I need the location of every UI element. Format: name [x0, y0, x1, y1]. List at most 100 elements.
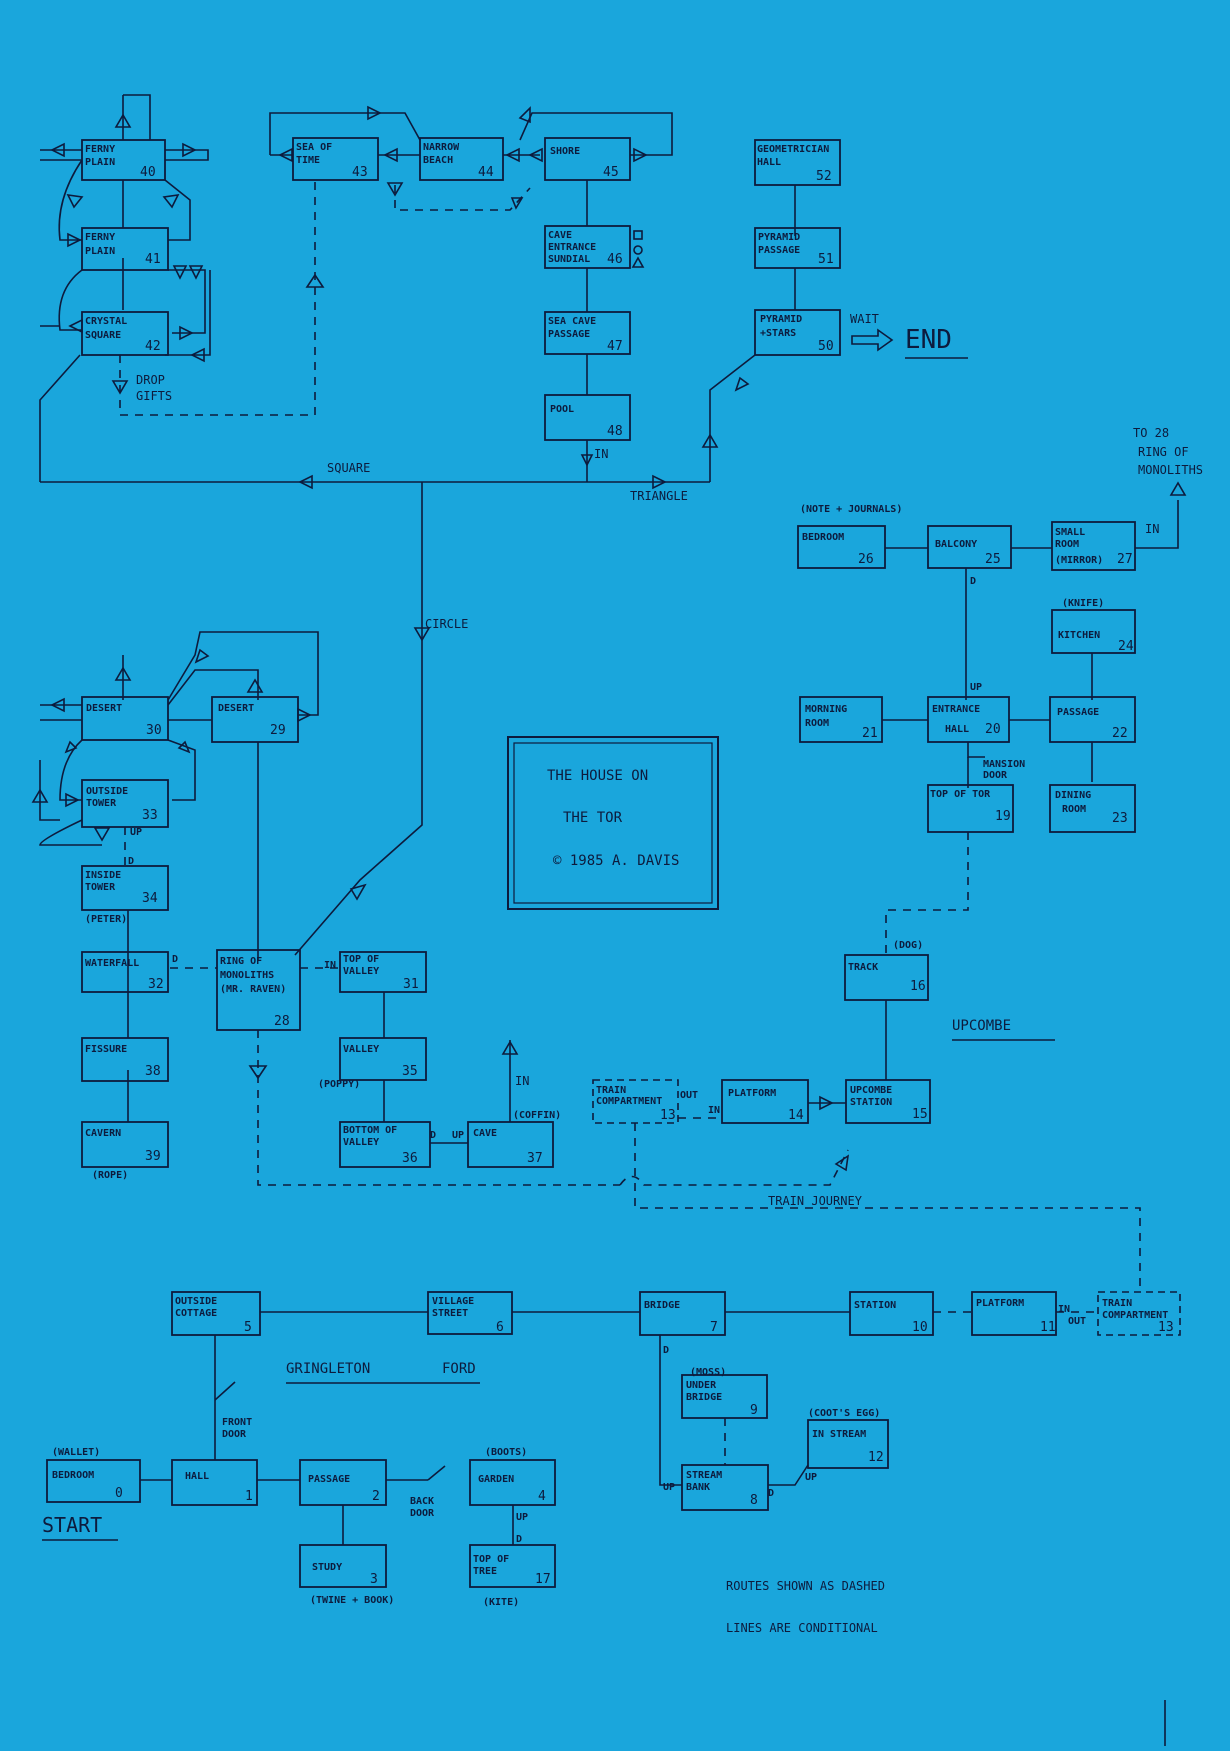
square-label: SQUARE [327, 461, 370, 475]
cave-in-label: IN [515, 1074, 529, 1088]
room-5-name-2: COTTAGE [175, 1308, 217, 1319]
coots-egg-label: (COOT'S EGG) [808, 1408, 880, 1419]
room-26-name: BEDROOM [802, 532, 844, 543]
room-9-name-2: BRIDGE [686, 1392, 722, 1403]
room-24-name: KITCHEN [1058, 630, 1100, 641]
tower-d-label: D [128, 856, 134, 867]
room-25-number: 25 [985, 552, 1001, 567]
room-21-name-2: ROOM [805, 718, 829, 729]
room-8-name-2: BANK [686, 1482, 710, 1493]
room-19-name: TOP OF TOR [930, 789, 991, 800]
sundial-shapes [631, 230, 645, 268]
room-33-name-2: TOWER [86, 798, 117, 809]
room-25-name: BALCONY [935, 539, 977, 550]
room-7-name: BRIDGE [644, 1300, 680, 1311]
room-12-number: 12 [868, 1450, 884, 1465]
room-2-number: 2 [372, 1489, 380, 1504]
garden-up-label: UP [516, 1512, 528, 1523]
room-35-name: VALLEY [343, 1044, 379, 1055]
room-1-name: HALL [185, 1471, 209, 1482]
end-label: END [905, 325, 952, 355]
back-label: BACK [410, 1496, 434, 1507]
room-41-name: FERNY [85, 232, 115, 243]
twine-book-label: (TWINE + BOOK) [310, 1595, 394, 1606]
room-37-number: 37 [527, 1151, 543, 1166]
room-5-number: 5 [244, 1320, 252, 1335]
room-21-name: MORNING [805, 704, 847, 715]
title-line-1: THE HOUSE ON [547, 768, 648, 784]
room27-in-label: IN [1145, 522, 1159, 536]
title-box: THE HOUSE ON THE TOR © 1985 A. DAVIS [507, 736, 719, 910]
front-label: FRONT [222, 1417, 252, 1428]
room-36-name: BOTTOM OF [343, 1125, 397, 1136]
bank-d-label: D [768, 1488, 774, 1499]
room-17-name-2: TREE [473, 1566, 497, 1577]
room-31-number: 31 [403, 977, 419, 992]
room-16-number: 16 [910, 979, 926, 994]
wallet-label: (WALLET) [52, 1447, 100, 1458]
moss-label: (MOSS) [690, 1367, 726, 1378]
rope-label: (ROPE) [92, 1170, 128, 1181]
room-17-name: TOP OF [473, 1554, 509, 1565]
room-10-number: 10 [912, 1320, 928, 1335]
note-journals-label: (NOTE + JOURNALS) [800, 504, 902, 515]
room-29-number: 29 [270, 723, 286, 738]
room-40-number: 40 [140, 165, 156, 180]
coffin-label: (COFFIN) [513, 1110, 561, 1121]
room-52-number: 52 [816, 169, 832, 184]
room-28-name-3: (MR. RAVEN) [220, 984, 286, 995]
room-41-number: 41 [145, 252, 161, 267]
gringleton-label: GRINGLETON [286, 1361, 370, 1377]
tree-d-label: D [516, 1534, 522, 1545]
to28-label-2: RING OF [1138, 445, 1189, 459]
room-51-name: PYRAMID [758, 232, 800, 243]
room-13b-number: 13 [1158, 1320, 1174, 1335]
room-13a-name-2: COMPARTMENT [596, 1096, 662, 1107]
dog-label: (DOG) [893, 940, 923, 951]
room-40-name-2: PLAIN [85, 157, 115, 168]
stream-up-label: UP [805, 1472, 817, 1483]
room-46-name: CAVE [548, 230, 572, 241]
room-15-name-2: STATION [850, 1097, 892, 1108]
room-51-name-2: PASSAGE [758, 245, 800, 256]
room-41-name-2: PLAIN [85, 246, 115, 257]
title-line-2: THE TOR [563, 810, 623, 826]
room-31-name: TOP OF [343, 954, 379, 965]
gifts-label: GIFTS [136, 389, 172, 403]
room-10-name: STATION [854, 1300, 896, 1311]
room-50-name-2: +STARS [760, 328, 796, 339]
start-label: START [42, 1513, 102, 1537]
room-6-number: 6 [496, 1320, 504, 1335]
front-door-label: DOOR [222, 1429, 247, 1440]
door-label: DOOR [983, 770, 1008, 781]
room-27-number: 27 [1117, 552, 1133, 567]
bank-up-label: UP [663, 1482, 675, 1493]
room-19-number: 19 [995, 809, 1011, 824]
room-12-name: IN STREAM [812, 1429, 866, 1440]
copyright: © 1985 A. DAVIS [553, 853, 679, 869]
pool-in-label: IN [594, 447, 608, 461]
room-46-name-2: ENTRANCE [548, 242, 596, 253]
room-20-name-2: HALL [945, 724, 969, 735]
room-14-name: PLATFORM [728, 1088, 776, 1099]
room-51-number: 51 [818, 252, 834, 267]
room-31-name-2: VALLEY [343, 966, 379, 977]
room-0-number: 0 [115, 1486, 123, 1501]
room-2-name: PASSAGE [308, 1474, 350, 1485]
room-52-name: GEOMETRICIAN [757, 144, 829, 155]
wait-label: WAIT [850, 312, 879, 326]
room-50-name: PYRAMID [760, 314, 802, 325]
room-44-number: 44 [478, 165, 494, 180]
upcombe-label: UPCOMBE [952, 1018, 1011, 1034]
room-35-number: 35 [402, 1064, 418, 1079]
room-28-number: 28 [274, 1014, 290, 1029]
room-22-number: 22 [1112, 726, 1128, 741]
triangle-shape-icon [631, 256, 645, 268]
kite-label: (KITE) [483, 1597, 519, 1608]
room-6-name-2: STREET [432, 1308, 468, 1319]
conditional-note-2: LINES ARE CONDITIONAL [726, 1621, 878, 1635]
circle-label: CIRCLE [425, 617, 468, 631]
room-13a-number: 13 [660, 1108, 676, 1123]
room-23-name: DINING [1055, 790, 1091, 801]
